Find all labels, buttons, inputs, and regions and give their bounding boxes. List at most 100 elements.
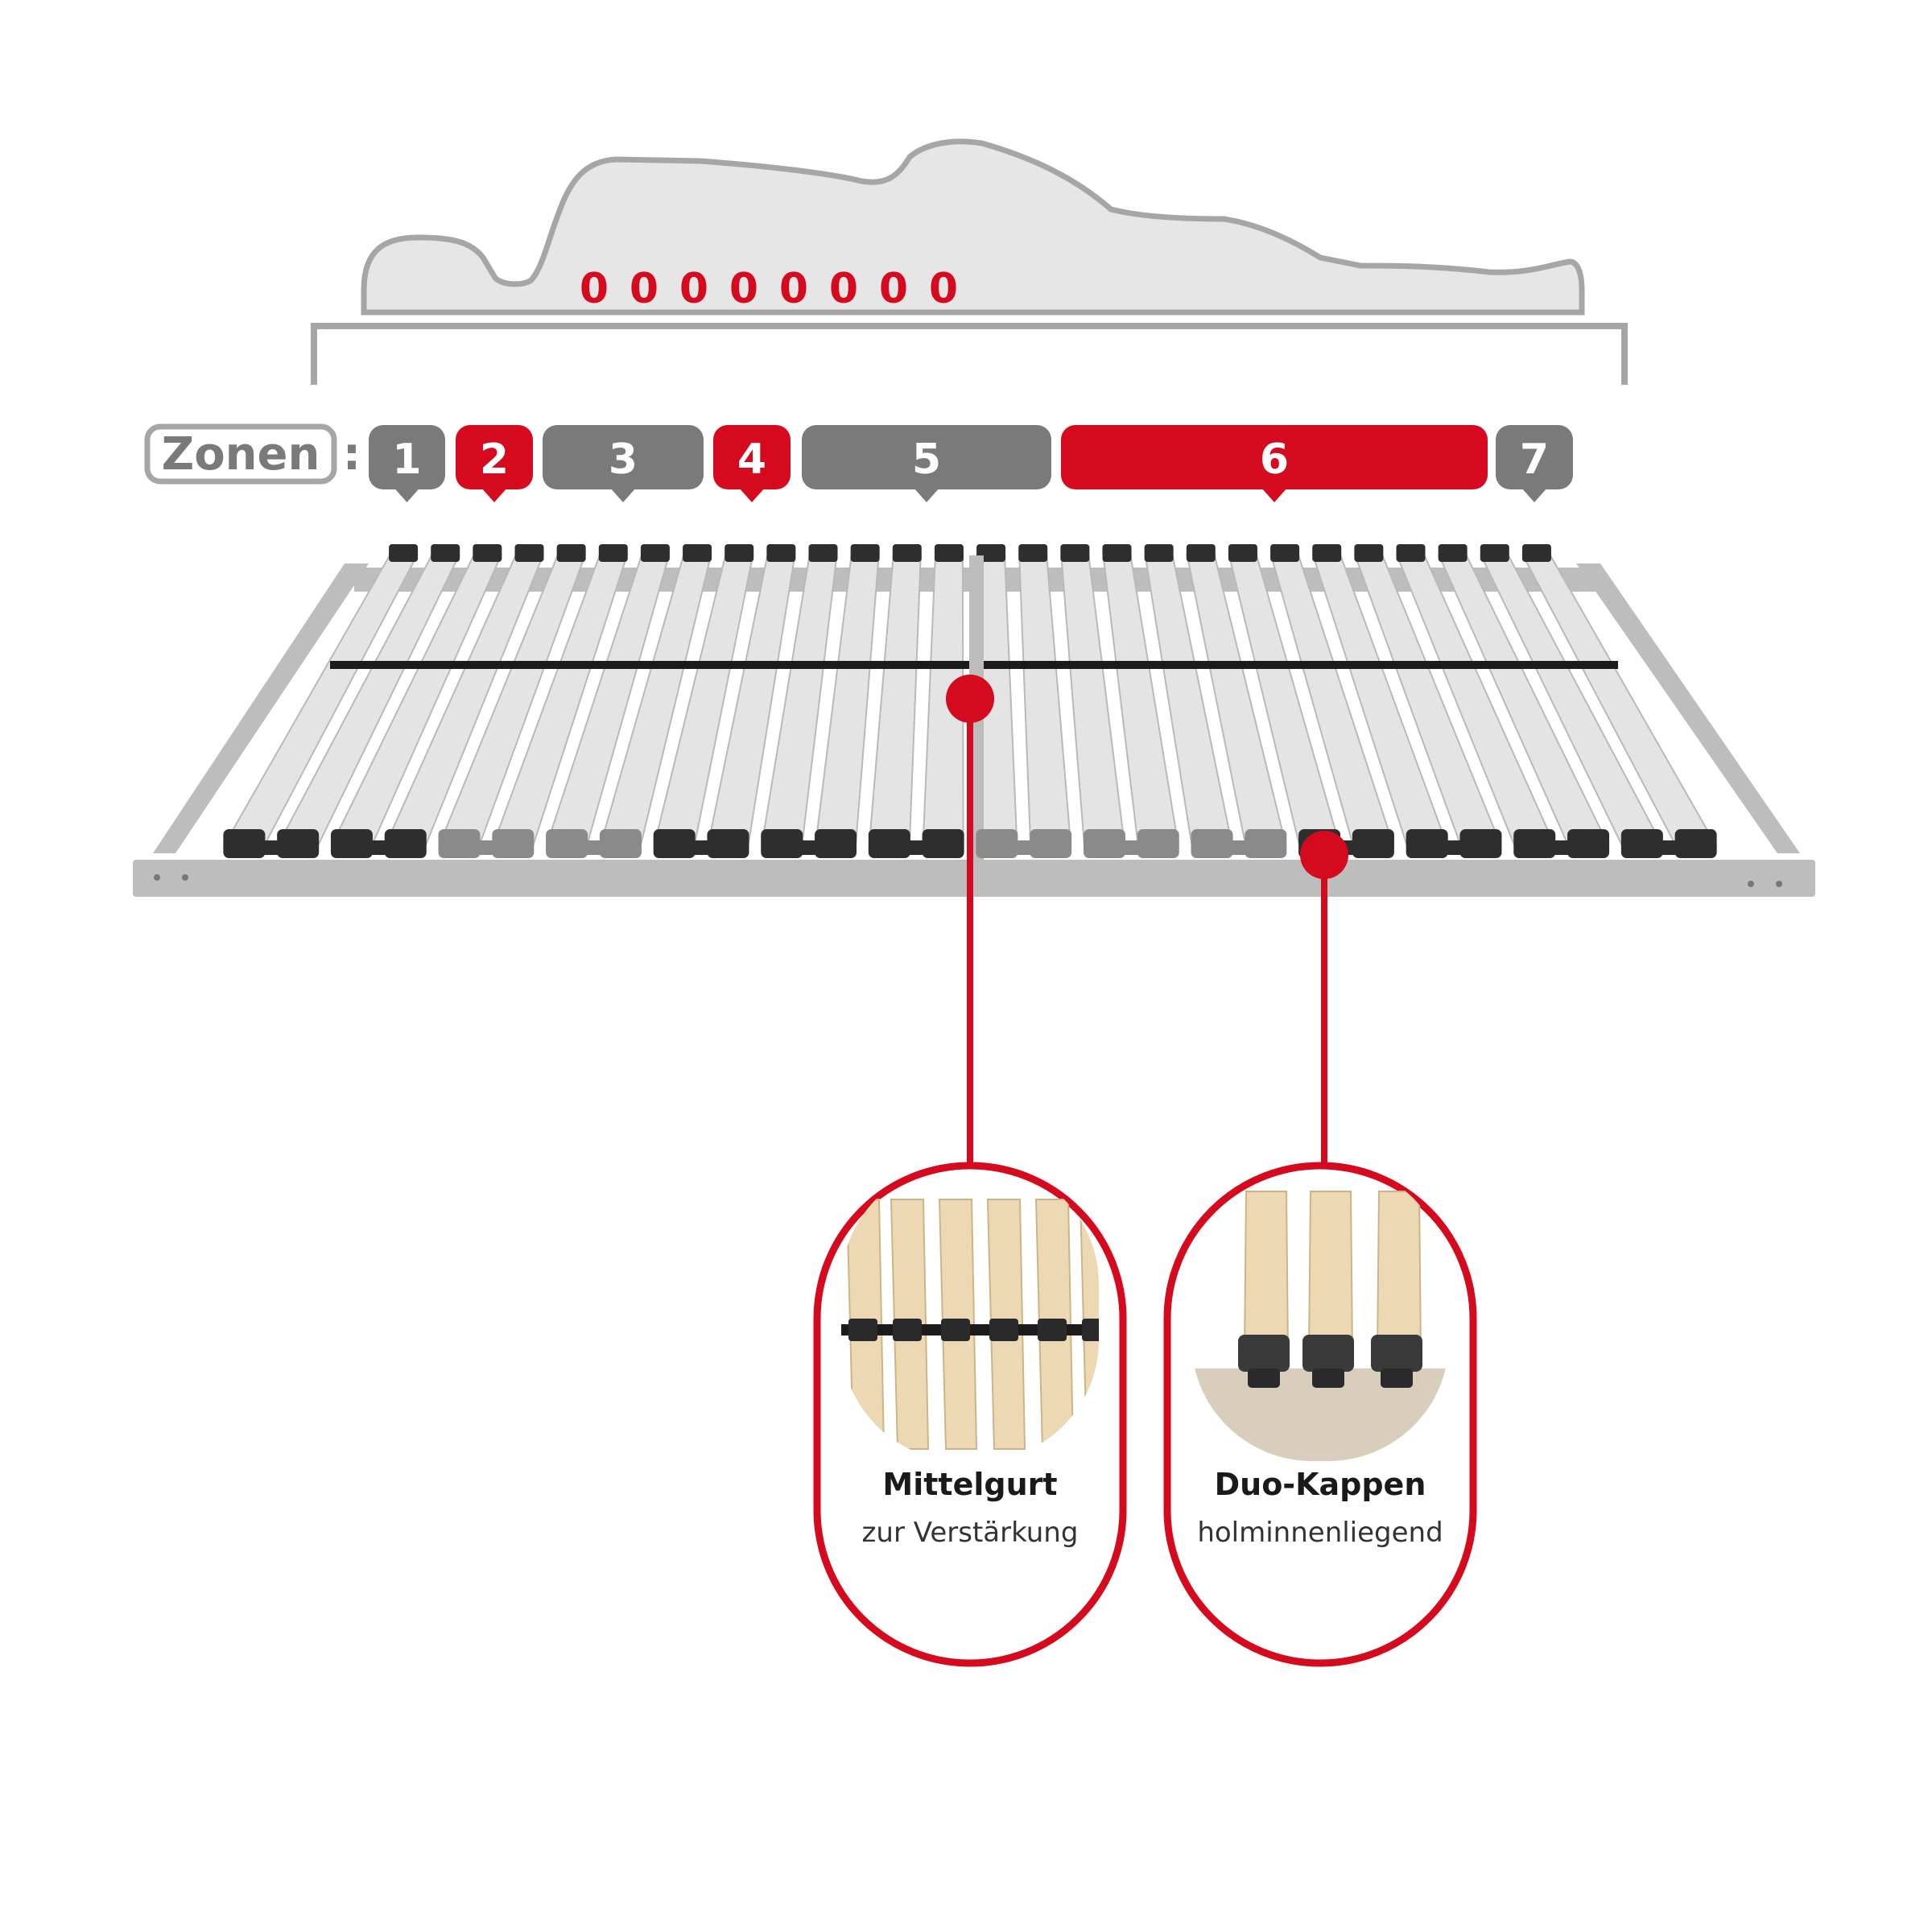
detail-cap-foot xyxy=(1248,1368,1280,1388)
slat-top-cap xyxy=(1396,544,1426,562)
zone-pointer-icon xyxy=(394,488,420,502)
duo-cap xyxy=(1083,829,1179,858)
slat-top-cap xyxy=(850,544,880,562)
duo-cap-left xyxy=(1513,829,1556,858)
slatted-frame xyxy=(133,544,1815,897)
duo-cap-left xyxy=(761,829,803,858)
zone-pointer-icon xyxy=(610,488,636,502)
feature-subtitle-mittelgurt: zur Verstärkung xyxy=(862,1517,1079,1549)
detail-belt-clip xyxy=(893,1319,922,1341)
detail-slat xyxy=(1079,1199,1099,1450)
slat-top-cap xyxy=(473,544,502,562)
screw-icon xyxy=(182,874,188,881)
detail-cap-foot xyxy=(1381,1368,1413,1388)
slat-top-cap xyxy=(556,544,586,562)
detail-cap xyxy=(1371,1335,1422,1372)
slat-top-cap xyxy=(431,544,460,562)
detail-cap xyxy=(1238,1335,1290,1372)
slat xyxy=(1018,555,1072,846)
duo-cap-left xyxy=(546,829,588,858)
slat-top-cap xyxy=(766,544,796,562)
callouts xyxy=(946,675,1348,1167)
duo-cap-right xyxy=(707,829,749,858)
hardness-marker: 0 xyxy=(929,265,958,313)
slat-top-cap xyxy=(892,544,922,562)
duo-cap-left xyxy=(438,829,481,858)
duo-cap xyxy=(546,829,642,858)
detail-slat xyxy=(1376,1191,1422,1353)
zone-badge-7: 7 xyxy=(1496,425,1573,502)
zonen-label-box xyxy=(144,423,337,485)
detail-belt-clip xyxy=(1038,1319,1067,1341)
slat-top-cap xyxy=(724,544,754,562)
zone-badge-shape xyxy=(1061,425,1488,489)
slat-top-cap xyxy=(1018,544,1048,562)
slat-top-cap xyxy=(1312,544,1342,562)
screw-icon xyxy=(1748,881,1754,887)
slat-top-cap xyxy=(1438,544,1468,562)
zonen-label: Zonen xyxy=(162,428,320,481)
zone-badge-shape xyxy=(456,425,533,489)
zone-badge-4: 4 xyxy=(713,425,791,502)
duo-cap xyxy=(976,829,1072,858)
zone-badge-1: 1 xyxy=(369,425,445,502)
slat-top-cap xyxy=(976,544,1006,562)
hardness-marker: 0 xyxy=(679,265,708,313)
zone-number: 2 xyxy=(480,436,509,484)
duo-cap xyxy=(1620,829,1717,858)
zone-pointer-icon xyxy=(739,488,765,502)
feature-mittelgurt: Mittelgurt zur Verstärkung xyxy=(813,1162,1127,1667)
detail-cap-foot xyxy=(1312,1368,1344,1388)
duo-caps-detail-icon xyxy=(1191,1191,1449,1461)
duo-cap-right xyxy=(277,829,320,858)
detail-slat xyxy=(1243,1191,1290,1353)
duo-cap xyxy=(761,829,857,858)
duo-cap-left xyxy=(1083,829,1125,858)
duo-cap-right xyxy=(922,829,964,858)
duo-cap-left xyxy=(223,829,266,858)
duo-cap xyxy=(330,829,427,858)
duo-cap xyxy=(653,829,749,858)
slat xyxy=(868,555,922,846)
slat-top-cap xyxy=(808,544,838,562)
slat-top-cap xyxy=(1060,544,1090,562)
frame-front-bar xyxy=(133,860,1815,897)
zone-badge-6: 6 xyxy=(1061,425,1488,502)
duo-cap-right xyxy=(599,829,642,858)
zone-badge-2: 2 xyxy=(456,425,533,502)
slat-top-cap xyxy=(1270,544,1300,562)
duo-cap-right xyxy=(1459,829,1502,858)
slat-top-cap xyxy=(1102,544,1132,562)
hardness-marker: 0 xyxy=(879,265,908,313)
frame-rail-right xyxy=(1576,564,1800,853)
body-silhouette-icon xyxy=(311,138,1628,385)
hardness-marker: 0 xyxy=(580,265,609,313)
duo-cap-left xyxy=(1191,829,1233,858)
zonen-separator: : xyxy=(343,428,361,481)
detail-belt-clip xyxy=(941,1319,970,1341)
duo-cap xyxy=(1406,829,1502,858)
slat-top-cap xyxy=(934,544,964,562)
duo-cap xyxy=(1513,829,1610,858)
slat-caps xyxy=(223,829,1717,858)
hardness-marker: 0 xyxy=(729,265,758,313)
callout-dot-left xyxy=(946,675,994,723)
duo-cap-right xyxy=(492,829,535,858)
zone-badge-shape xyxy=(369,425,445,489)
zone-badge-5: 5 xyxy=(802,425,1051,502)
zone-pointer-icon xyxy=(914,488,939,502)
slat-top-cap xyxy=(598,544,628,562)
detail-cap xyxy=(1302,1335,1354,1372)
feature-title-duo-kappen: Duo-Kappen xyxy=(1215,1467,1426,1502)
center-belt-detail-icon xyxy=(841,1199,1099,1450)
duo-cap-left xyxy=(653,829,696,858)
slat-top-cap xyxy=(1186,544,1216,562)
callout-dot-right xyxy=(1300,831,1348,879)
slat-top-cap xyxy=(514,544,544,562)
zone-badge-shape xyxy=(713,425,791,489)
detail-slat xyxy=(1307,1191,1354,1353)
duo-cap-left xyxy=(868,829,910,858)
